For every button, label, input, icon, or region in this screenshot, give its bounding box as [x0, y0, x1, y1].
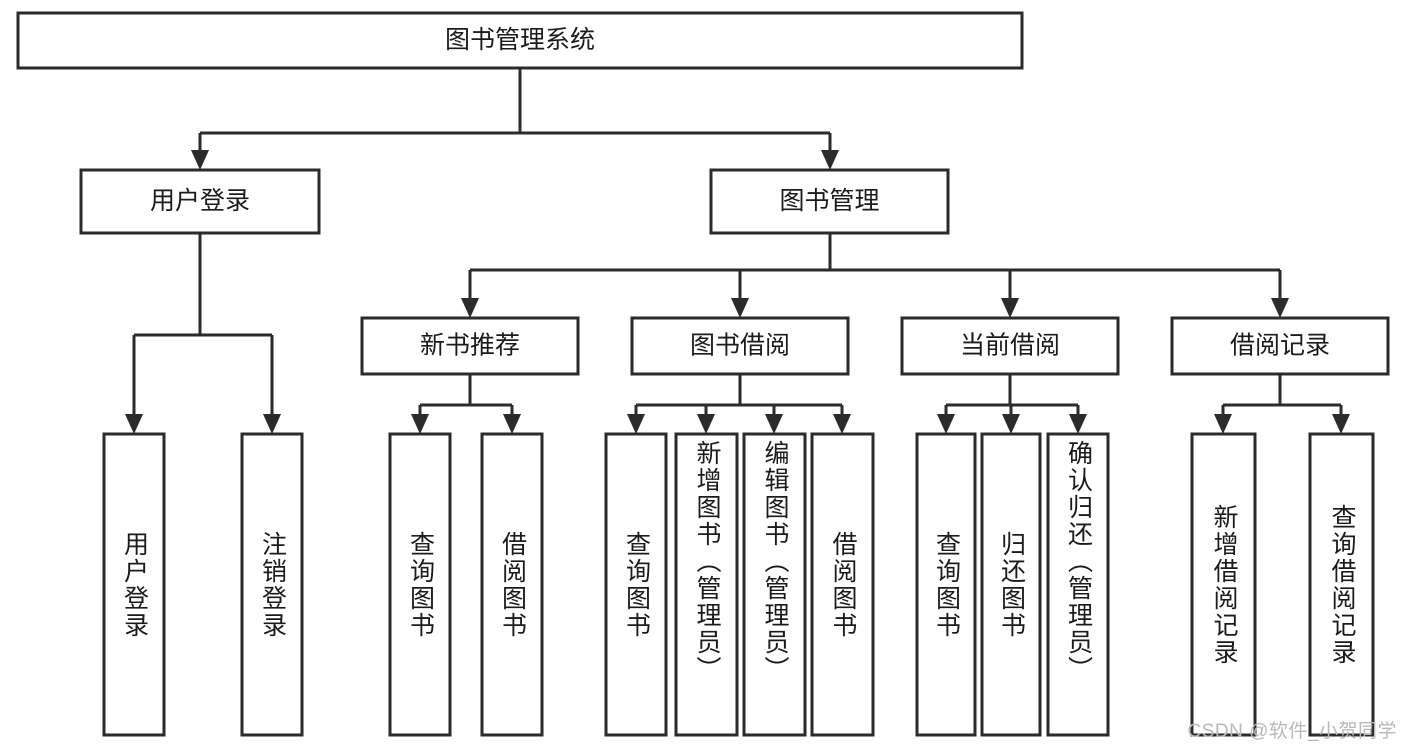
- arrow-head-icon: [627, 414, 645, 434]
- leaf-node-box[interactable]: [1046, 432, 1110, 737]
- level3-node-box[interactable]: [900, 316, 1120, 376]
- arrow-head-icon: [833, 414, 851, 434]
- root-node-label: 图书管理系统: [445, 26, 595, 54]
- leaf-node-1[interactable]: [102, 432, 166, 737]
- arrow-head-icon: [461, 298, 479, 318]
- arrow-head-icon: [765, 414, 783, 434]
- leaf-node-12[interactable]: [1190, 432, 1257, 737]
- watermark: CSDN @软件_小贺同学: [1187, 721, 1397, 742]
- arrow-head-icon: [1271, 298, 1289, 318]
- leaf-node-box[interactable]: [240, 432, 304, 737]
- level2-node-box[interactable]: [79, 168, 321, 235]
- leaf-node-8[interactable]: [810, 432, 875, 737]
- arrow-head-icon: [1002, 414, 1020, 434]
- leaf-node-box[interactable]: [1190, 432, 1257, 737]
- level3-node-box[interactable]: [630, 316, 850, 376]
- level3-node-box[interactable]: [360, 316, 580, 376]
- leaf-node-5[interactable]: [604, 432, 668, 737]
- root-node-box[interactable]: [16, 11, 1024, 70]
- node-box-layer: [16, 11, 1390, 737]
- leaf-node-box[interactable]: [810, 432, 875, 737]
- level3-node-label: 当前借阅: [960, 332, 1060, 360]
- level3-node-label: 新书推荐: [420, 332, 520, 360]
- level3-node-label: 借阅记录: [1230, 332, 1330, 360]
- level3-node-1[interactable]: [360, 316, 580, 376]
- arrow-head-icon: [1332, 414, 1350, 434]
- arrow-head-icon: [191, 150, 209, 170]
- arrow-head-icon: [731, 298, 749, 318]
- leaf-node-2[interactable]: [240, 432, 304, 737]
- leaf-node-box[interactable]: [915, 432, 977, 737]
- level3-node-3[interactable]: [900, 316, 1120, 376]
- leaf-node-box[interactable]: [742, 432, 807, 737]
- leaf-node-box[interactable]: [980, 432, 1042, 737]
- level2-node-1[interactable]: [79, 168, 321, 235]
- level2-node-2[interactable]: [709, 168, 950, 235]
- arrow-head-icon: [411, 414, 429, 434]
- level3-node-box[interactable]: [1170, 316, 1390, 376]
- leaf-node-13[interactable]: [1308, 432, 1375, 737]
- arrow-head-icon: [821, 150, 839, 170]
- connector-layer: [125, 68, 1350, 434]
- arrow-head-icon: [937, 414, 955, 434]
- leaf-node-box[interactable]: [604, 432, 668, 737]
- leaf-node-box[interactable]: [674, 432, 739, 737]
- level2-node-label: 图书管理: [779, 187, 879, 215]
- arrow-head-icon: [1069, 414, 1087, 434]
- arrow-head-icon: [697, 414, 715, 434]
- leaf-node-box[interactable]: [1308, 432, 1375, 737]
- leaf-node-box[interactable]: [102, 432, 166, 737]
- leaf-node-7[interactable]: [742, 432, 807, 737]
- leaf-node-3[interactable]: [388, 432, 452, 737]
- root-node-1[interactable]: [16, 11, 1024, 70]
- level3-node-4[interactable]: [1170, 316, 1390, 376]
- level2-node-label: 用户登录: [150, 187, 250, 215]
- arrow-head-icon: [125, 414, 143, 434]
- leaf-node-box[interactable]: [388, 432, 452, 737]
- leaf-node-box[interactable]: [480, 432, 544, 737]
- level3-node-label: 图书借阅: [690, 332, 790, 360]
- arrow-head-icon: [503, 414, 521, 434]
- leaf-node-9[interactable]: [915, 432, 977, 737]
- leaf-node-10[interactable]: [980, 432, 1042, 737]
- leaf-node-6[interactable]: [674, 432, 739, 737]
- arrow-head-icon: [263, 414, 281, 434]
- arrow-head-icon: [1001, 298, 1019, 318]
- leaf-node-11[interactable]: [1046, 432, 1110, 737]
- leaf-node-4[interactable]: [480, 432, 544, 737]
- arrow-head-icon: [1214, 414, 1232, 434]
- level3-node-2[interactable]: [630, 316, 850, 376]
- level2-node-box[interactable]: [709, 168, 950, 235]
